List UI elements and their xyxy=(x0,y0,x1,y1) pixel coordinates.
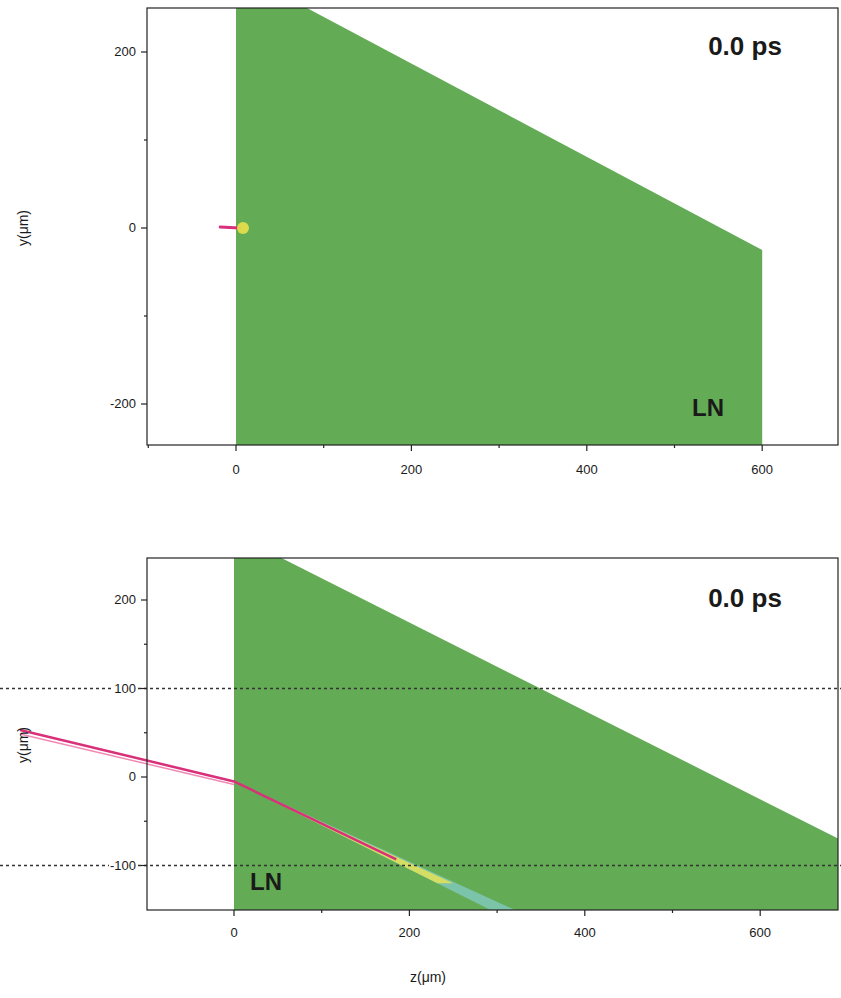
x-tick xyxy=(586,445,587,451)
thz-cone xyxy=(234,781,515,909)
thz-spot xyxy=(237,222,249,234)
y-tick xyxy=(141,599,147,600)
x-tick xyxy=(497,910,498,913)
tick-label: 0 xyxy=(232,463,239,477)
pump-beam-edge xyxy=(20,734,234,784)
y-tick xyxy=(144,139,147,140)
tick-label: 0 xyxy=(128,221,137,235)
x-tick xyxy=(499,445,500,448)
crystal-fill xyxy=(236,8,762,445)
y-tick xyxy=(141,403,147,404)
y-tick xyxy=(141,865,147,866)
thz-wave xyxy=(234,781,453,883)
x-tick xyxy=(584,910,585,916)
y-tick xyxy=(141,776,147,777)
x-tick xyxy=(409,910,410,916)
tick-label: 100 xyxy=(113,681,137,695)
crystal-shape xyxy=(147,8,838,445)
tick-label: -100 xyxy=(109,858,137,872)
x-tick xyxy=(674,445,675,448)
tick-label: 600 xyxy=(749,926,771,940)
axis-title: z(μm) xyxy=(410,970,446,985)
tick-label: 200 xyxy=(401,463,423,477)
tick-label: 400 xyxy=(576,463,598,477)
y-tick xyxy=(144,821,147,822)
axis-title: y(μm) xyxy=(16,727,31,763)
y-tick xyxy=(144,644,147,645)
tick-label: 200 xyxy=(113,45,137,59)
crystal-region: LN xyxy=(147,8,838,445)
axis-title: y(μm) xyxy=(16,210,31,246)
tick-label: 0 xyxy=(128,770,137,784)
pump-pulse xyxy=(220,226,239,230)
plot-frame xyxy=(147,558,838,910)
y-tick xyxy=(141,51,147,52)
tick-label: 0 xyxy=(230,926,237,940)
crystal-fill xyxy=(234,558,838,910)
tick-label: 400 xyxy=(574,926,596,940)
x-tick xyxy=(760,910,761,916)
y-tick xyxy=(141,688,147,689)
material-label: LN xyxy=(692,395,724,421)
material-label: LN xyxy=(250,869,282,895)
x-tick xyxy=(762,445,763,451)
plot-frame xyxy=(147,8,838,445)
time-stamp: 0.0 ps xyxy=(708,32,782,61)
time-stamp: 0.0 ps xyxy=(708,584,782,613)
pump-beam xyxy=(20,730,396,859)
x-tick xyxy=(411,445,412,451)
y-tick xyxy=(144,315,147,316)
x-tick xyxy=(672,910,673,913)
tick-label: 600 xyxy=(751,463,773,477)
x-tick xyxy=(233,910,234,916)
x-tick xyxy=(148,445,149,448)
tick-label: 200 xyxy=(399,926,421,940)
x-tick xyxy=(235,445,236,451)
y-tick xyxy=(141,227,147,228)
tick-label: -200 xyxy=(109,397,137,411)
x-tick xyxy=(323,445,324,448)
tick-label: 200 xyxy=(113,593,137,607)
y-tick xyxy=(144,732,147,733)
x-tick xyxy=(321,910,322,913)
